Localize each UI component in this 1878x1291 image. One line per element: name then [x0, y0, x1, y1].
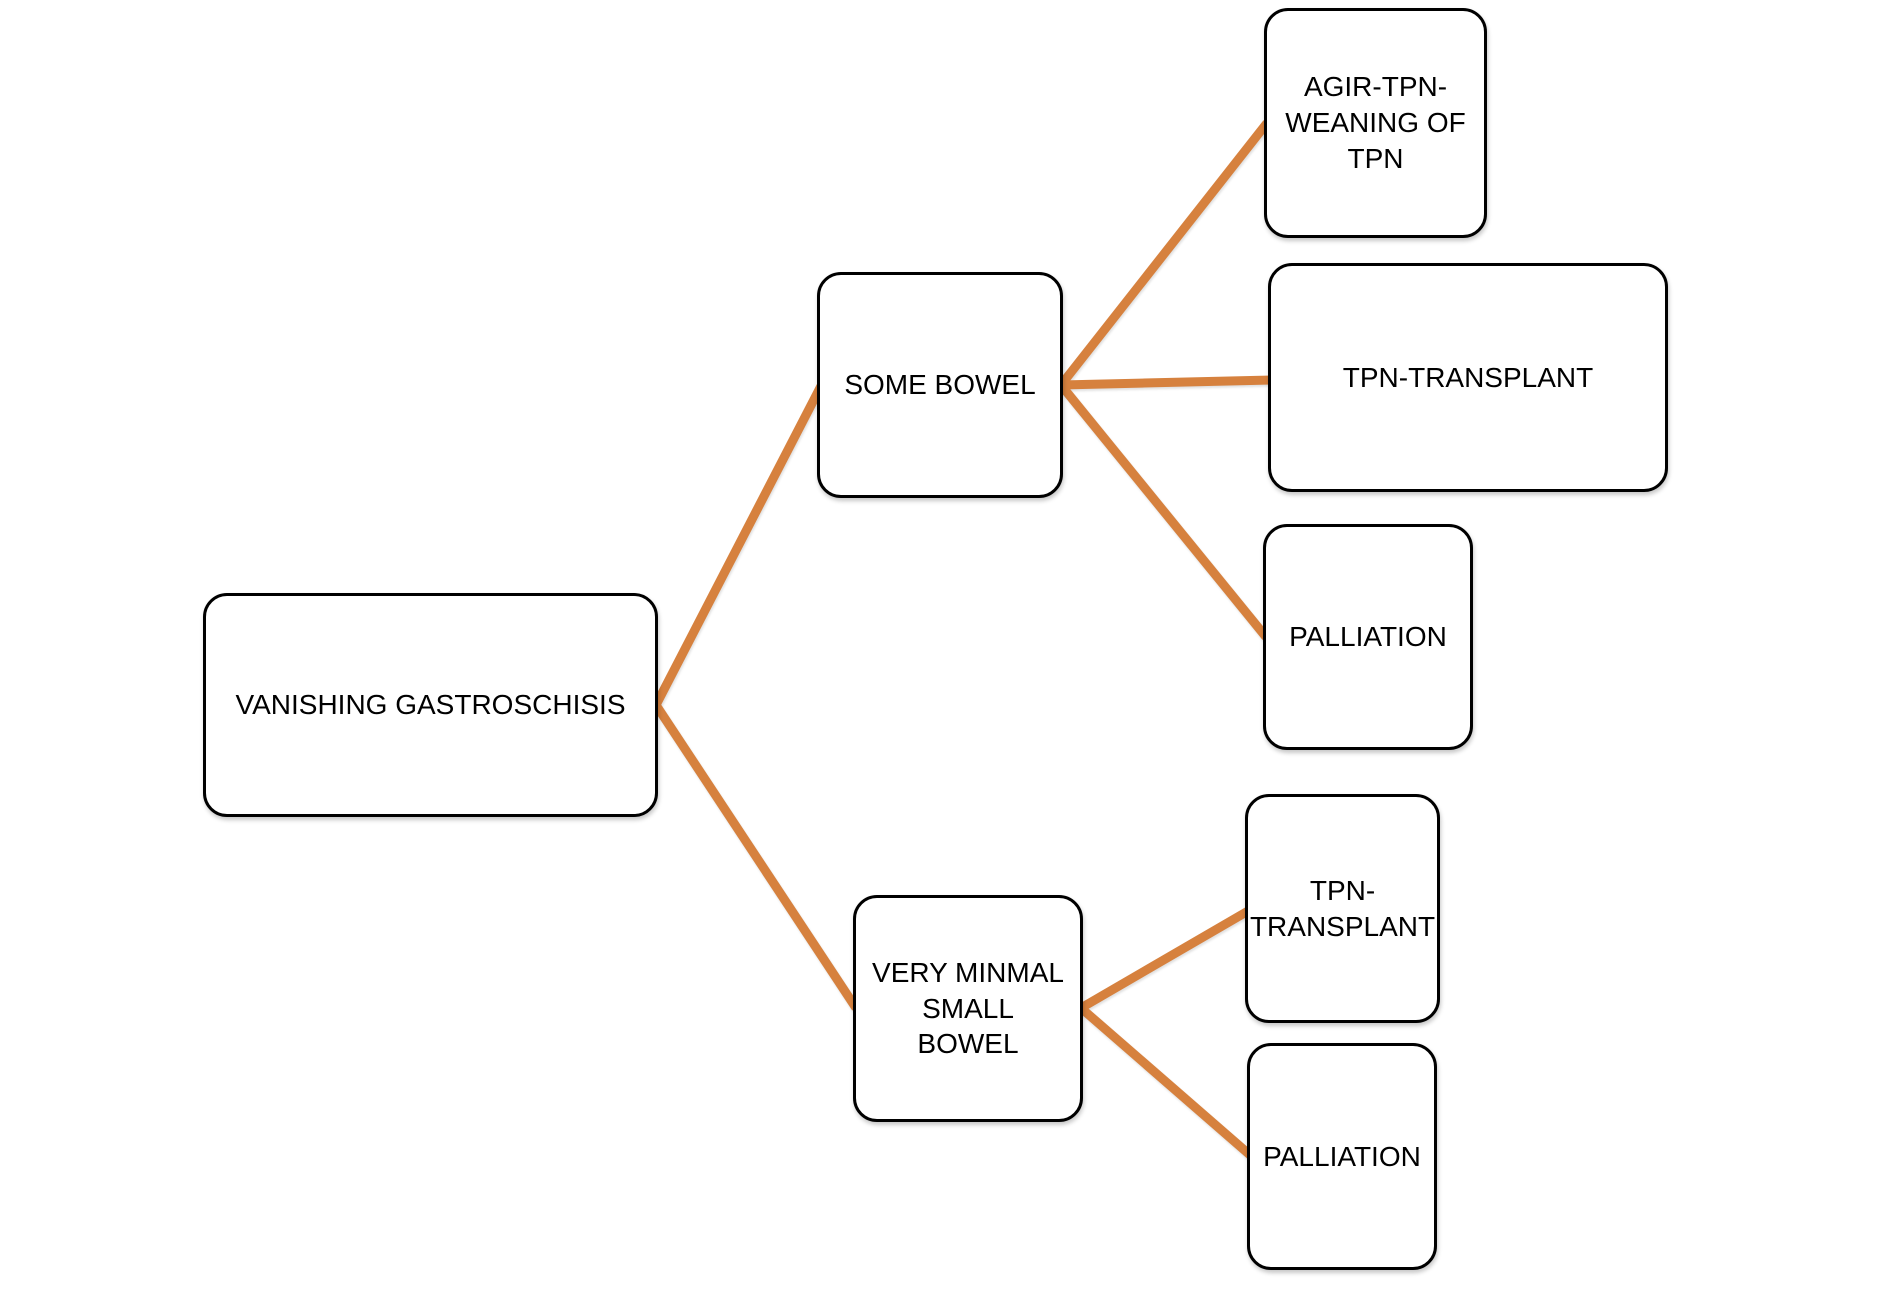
node-tpn-transplant-minimal-bowel: TPN-TRANSPLANT — [1245, 794, 1440, 1023]
connector-root-to-some-bowel — [652, 383, 825, 708]
node-agir-tpn-weaning: AGIR-TPN-WEANING OF TPN — [1264, 8, 1487, 238]
node-label: PALLIATION — [1289, 621, 1447, 653]
node-some-bowel: SOME BOWEL — [817, 272, 1063, 498]
connector-very-minimal-to-tpn-transplant — [1078, 907, 1251, 1012]
connector-very-minimal-to-palliation — [1078, 1004, 1253, 1159]
node-palliation-minimal-bowel: PALLIATION — [1247, 1043, 1437, 1270]
node-label: PALLIATION — [1263, 1140, 1421, 1172]
node-label: VERY MINMAL SMALL BOWEL — [872, 956, 1064, 1060]
connector-root-to-very-minimal — [652, 702, 860, 1011]
connector-some-bowel-to-agir — [1057, 120, 1271, 388]
connector-some-bowel-to-tpn-transplant — [1060, 375, 1273, 390]
node-very-minimal-small-bowel: VERY MINMAL SMALL BOWEL — [853, 895, 1083, 1122]
connector-some-bowel-to-palliation — [1057, 382, 1270, 640]
node-tpn-transplant-some-bowel: TPN-TRANSPLANT — [1268, 263, 1668, 492]
node-palliation-some-bowel: PALLIATION — [1263, 524, 1473, 750]
node-label: VANISHING GASTROSCHISIS — [235, 689, 626, 721]
node-vanishing-gastroschisis: VANISHING GASTROSCHISIS — [203, 593, 658, 817]
node-label: TPN-TRANSPLANT — [1342, 361, 1594, 393]
node-label: AGIR-TPN-WEANING OF TPN — [1285, 71, 1466, 174]
node-label: SOME BOWEL — [844, 369, 1036, 401]
node-label: TPN-TRANSPLANT — [1249, 874, 1436, 942]
